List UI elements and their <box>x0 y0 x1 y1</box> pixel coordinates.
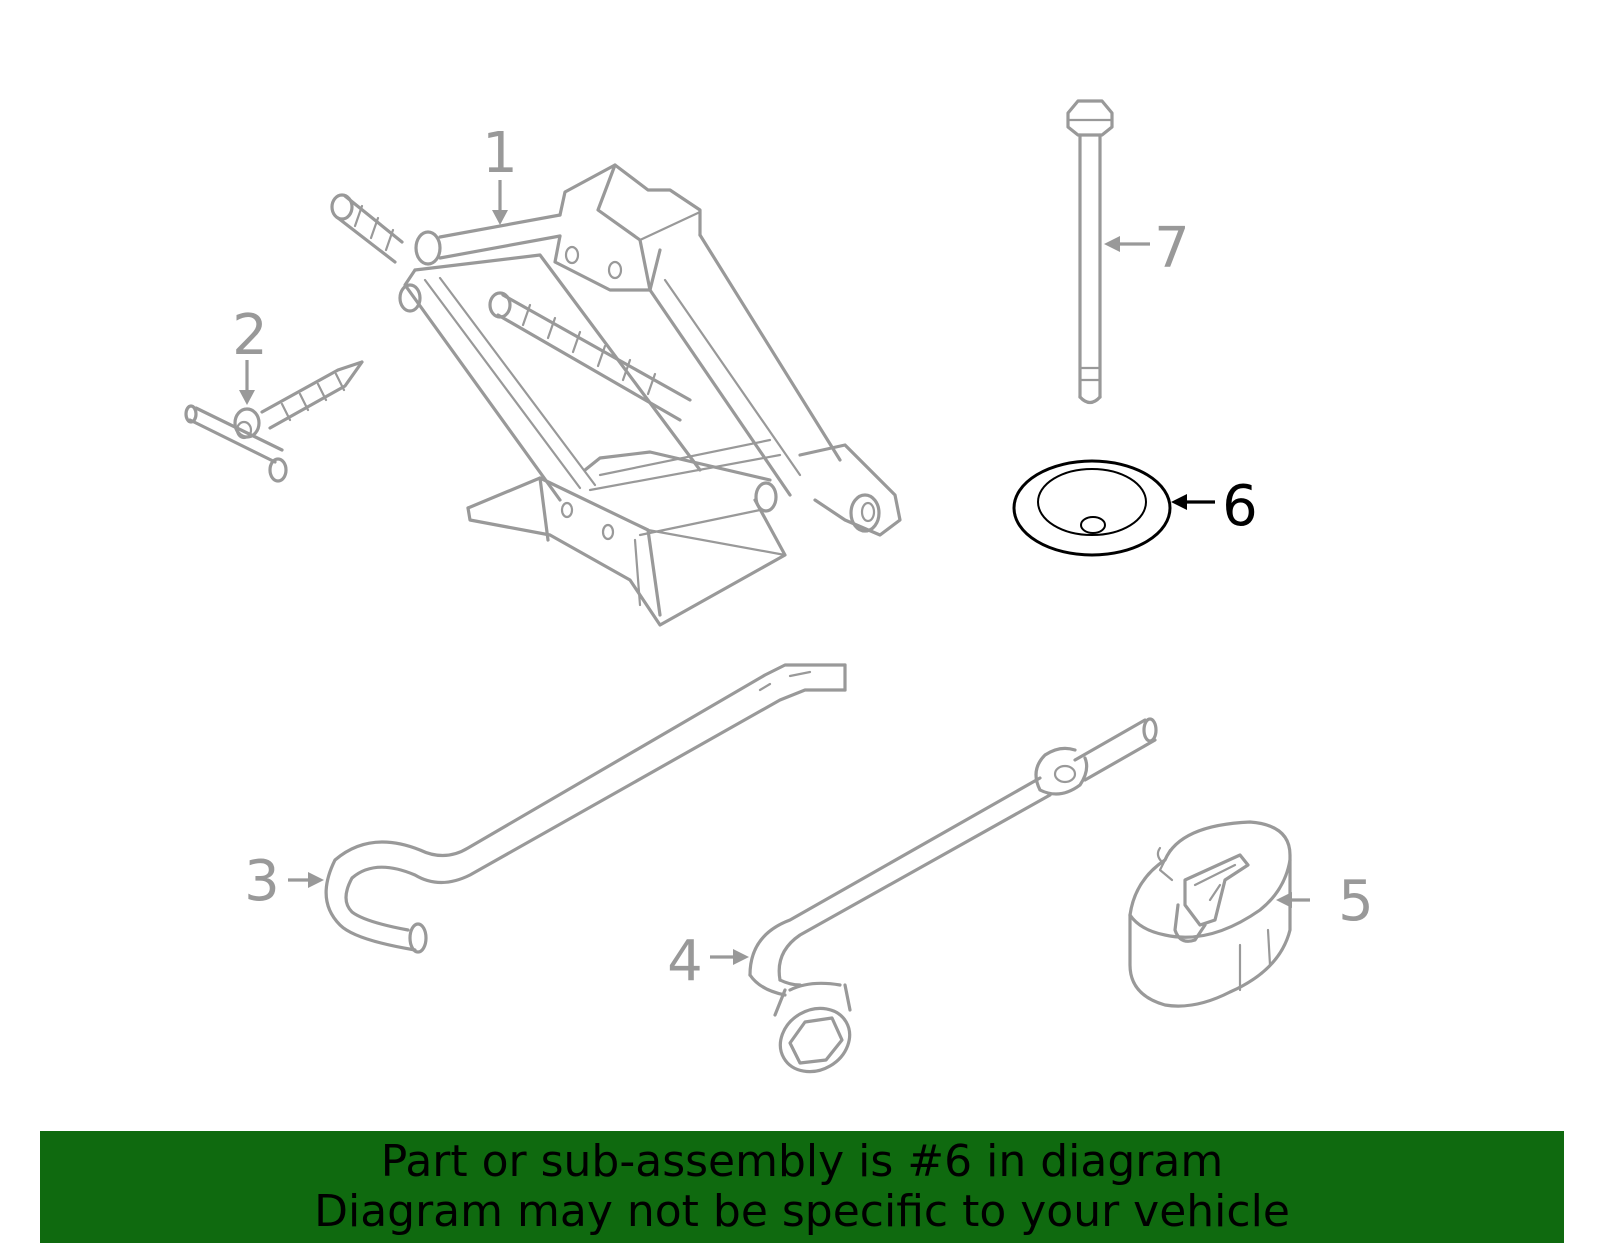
callout-5-label: 5 <box>1338 869 1374 934</box>
t-bolt-drawing <box>184 360 364 483</box>
info-banner: Part or sub-assembly is #6 in diagram Di… <box>40 1131 1564 1243</box>
wing-nut-drawing <box>1128 820 1292 1008</box>
callout-1[interactable]: 1 <box>482 121 518 225</box>
lug-wrench-drawing <box>748 717 1158 1074</box>
callout-6-label: 6 <box>1222 474 1258 539</box>
callout-2[interactable]: 2 <box>232 303 268 405</box>
callout-2-label: 2 <box>232 303 268 368</box>
callout-7-arrow-icon <box>1104 236 1120 252</box>
callout-3-label: 3 <box>244 849 280 914</box>
callout-5[interactable]: 5 <box>1276 869 1374 934</box>
callout-4-arrow-icon <box>733 949 749 965</box>
callout-3[interactable]: 3 <box>244 849 324 914</box>
callout-7[interactable]: 7 <box>1104 216 1190 281</box>
jack-handle-drawing <box>324 663 847 954</box>
scissor-jack-drawing <box>330 163 902 627</box>
callout-1-arrow-icon <box>492 210 508 225</box>
long-bolt-drawing <box>1066 99 1114 405</box>
callout-3-arrow-icon <box>308 872 324 888</box>
banner-line-1: Part or sub-assembly is #6 in diagram <box>380 1136 1224 1187</box>
callout-5-arrow-icon <box>1276 892 1292 908</box>
callout-1-label: 1 <box>482 121 518 186</box>
callout-4[interactable]: 4 <box>667 929 749 994</box>
callout-7-label: 7 <box>1154 216 1190 281</box>
callout-4-label: 4 <box>667 929 703 994</box>
callout-6[interactable]: 6 <box>1171 474 1258 539</box>
callout-2-arrow-icon <box>239 390 255 405</box>
washer-plate-drawing <box>1012 459 1172 557</box>
callout-6-arrow-icon <box>1171 494 1187 510</box>
banner-line-2: Diagram may not be specific to your vehi… <box>314 1186 1290 1237</box>
